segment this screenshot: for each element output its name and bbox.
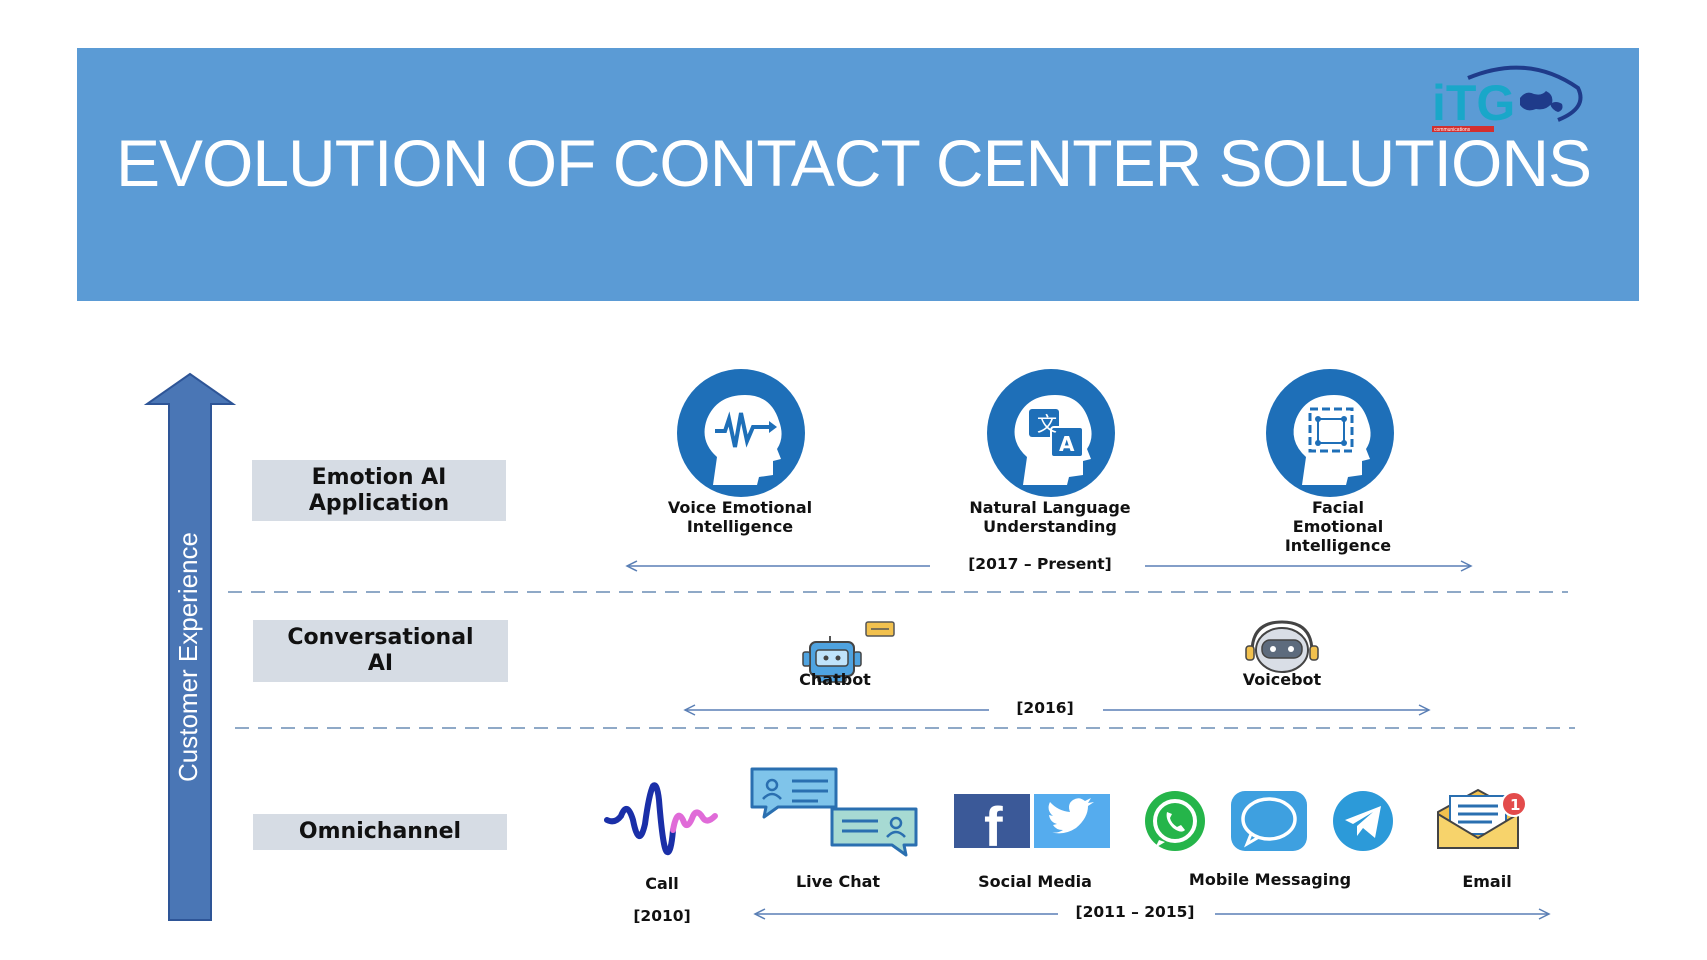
svg-text:文: 文 [1037, 412, 1057, 436]
face-scan-head-icon [1266, 369, 1394, 497]
social-media-icon: f [954, 794, 1110, 858]
item-label: Live Chat [795, 872, 881, 891]
svg-text:f: f [984, 795, 1003, 858]
voice-emotion-head-icon [677, 369, 805, 497]
company-logo: iTG communications [1432, 65, 1583, 133]
period-label: [2011 – 2015] [1075, 903, 1195, 921]
live-chat-icon [750, 767, 918, 857]
period-label: [2010] [633, 907, 691, 925]
timeline-arrow [683, 704, 1431, 716]
period-label: [2016] [1016, 699, 1074, 717]
call-wave-icon [604, 782, 718, 856]
translate-head-icon: 文 A [987, 369, 1115, 497]
item-label: Chatbot [799, 670, 871, 689]
timeline-arrow [625, 560, 1473, 572]
voicebot-icon [1245, 620, 1319, 673]
timeline-arrow [753, 908, 1551, 920]
tier-label-omnichannel: Omnichannel [253, 814, 507, 850]
logo-subtext: communications [1434, 127, 1471, 133]
separator-line [235, 727, 1575, 729]
logo-text: iTG [1432, 75, 1515, 131]
svg-text:A: A [1059, 432, 1075, 456]
mobile-messaging-icon [1145, 791, 1393, 851]
item-label: Call [645, 874, 679, 893]
item-label: Mobile Messaging [1188, 870, 1352, 889]
svg-text:1: 1 [1510, 796, 1520, 814]
item-label: Voicebot [1242, 670, 1322, 689]
period-label: [2017 – Present] [968, 555, 1112, 573]
separator-line [228, 591, 1568, 593]
chatbot-icon [802, 621, 895, 683]
slide-title: EVOLUTION OF CONTACT CENTER SOLUTIONS [115, 126, 1592, 200]
item-label: Social Media [978, 872, 1092, 891]
axis-label: Customer Experience [173, 532, 203, 782]
item-label: Email [1462, 872, 1512, 891]
email-icon: 1 [1437, 788, 1527, 849]
customer-experience-arrow [143, 372, 237, 921]
globe-logo-icon [1467, 65, 1583, 122]
title-banner [77, 48, 1639, 301]
